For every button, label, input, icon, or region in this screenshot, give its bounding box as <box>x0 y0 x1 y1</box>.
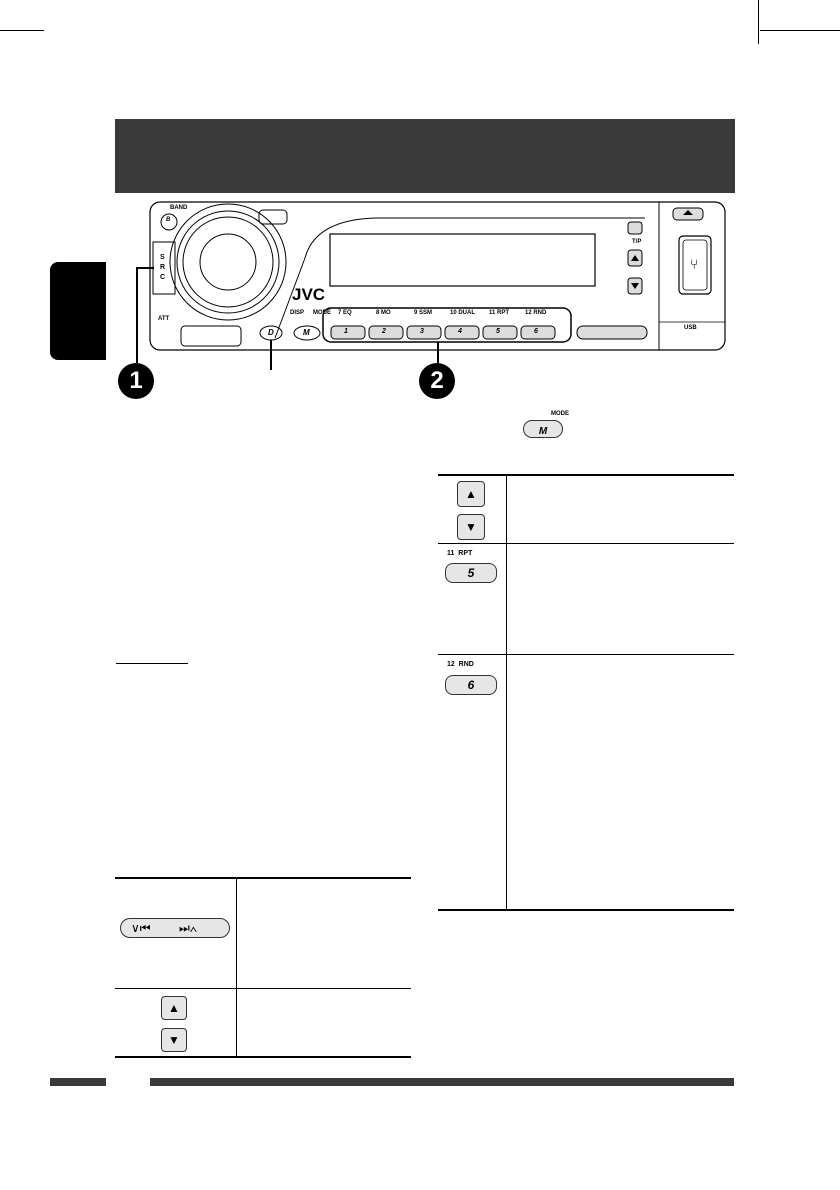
language-tab <box>50 262 106 360</box>
mode-button-key: M <box>538 426 548 437</box>
preset-label-1: 7 EQ <box>338 310 352 316</box>
crop-mark-top <box>0 30 44 31</box>
right-up-button[interactable]: ▲ <box>457 481 485 507</box>
tp-label: T/P <box>632 239 642 245</box>
preset-6-button[interactable]: 6 <box>445 675 497 695</box>
preset-num-2: 2 <box>382 328 386 335</box>
skip-buttons[interactable]: ∨⏮ ⏭∧ <box>120 918 230 938</box>
src-r: R <box>160 264 166 271</box>
brand-logo: JVC <box>292 285 326 304</box>
right-table-bottom-rule <box>438 909 734 911</box>
callout-2-leader <box>437 342 439 364</box>
left-table-top-rule <box>115 877 411 879</box>
callout-2: 2 <box>419 363 455 399</box>
mode-button-label: MODE <box>551 411 569 417</box>
mode-label: MODE <box>313 310 331 316</box>
left-down-button[interactable]: ▼ <box>161 1028 187 1052</box>
crop-mark-vertical <box>758 0 759 44</box>
callout-1-leader <box>136 267 154 269</box>
right-table-rule-2 <box>438 543 734 544</box>
right-table-rule-3 <box>438 654 734 655</box>
callout-1-leader-vertical <box>136 267 138 363</box>
rnd-label: 12 RND <box>447 661 474 668</box>
preset-5-button[interactable]: 5 <box>445 563 497 583</box>
skip-forward-icon: ⏭∧ <box>179 921 198 935</box>
footer-bar-right <box>150 1078 734 1086</box>
left-up-button[interactable]: ▲ <box>161 996 187 1020</box>
left-table-bottom-rule <box>115 1056 411 1058</box>
left-table-divider <box>236 878 237 1056</box>
preset-num-5: 5 <box>496 328 500 335</box>
skip-back-icon: ∨⏮ <box>131 921 151 935</box>
right-table-divider <box>506 475 507 909</box>
preset-label-3: 9 SSM <box>414 310 433 316</box>
preset-label-5: 11 RPT <box>489 310 510 316</box>
usb-label: USB <box>684 325 697 331</box>
preset-5-key: 5 <box>467 566 475 580</box>
usb-icon: ⑂ <box>690 256 699 272</box>
preset-num-6: 6 <box>534 328 538 335</box>
rpt-label: 11 RPT <box>447 550 473 557</box>
band-label: BAND <box>170 205 188 211</box>
src-c: C <box>160 274 166 281</box>
crop-mark-top-right <box>760 30 840 31</box>
d-key-label: D <box>268 328 274 337</box>
preset-num-4: 4 <box>458 328 462 335</box>
att-label: ATT <box>158 316 170 322</box>
faceplate-illustration <box>149 201 726 351</box>
header-band <box>115 119 735 193</box>
left-table-mid-rule <box>115 988 411 989</box>
preset-label-4: 10 DUAL <box>450 310 476 316</box>
b-key-label: B <box>166 217 171 223</box>
mode-button[interactable]: M <box>523 420 563 438</box>
preset-label-2: 8 MO <box>376 310 391 316</box>
d-leader <box>270 340 272 370</box>
disp-label: DISP <box>290 310 305 316</box>
src-s: S <box>160 254 165 261</box>
preset-label-6: 12 RND <box>525 310 547 316</box>
m-key-label: M <box>303 328 310 337</box>
preset-num-3: 3 <box>420 328 424 335</box>
underlined-heading <box>116 663 188 664</box>
callout-1: 1 <box>118 363 154 399</box>
right-table-top-rule <box>438 474 734 476</box>
footer-bar-left <box>50 1078 106 1086</box>
preset-num-1: 1 <box>344 328 348 335</box>
right-down-button[interactable]: ▼ <box>457 514 485 540</box>
preset-6-key: 6 <box>467 678 475 692</box>
